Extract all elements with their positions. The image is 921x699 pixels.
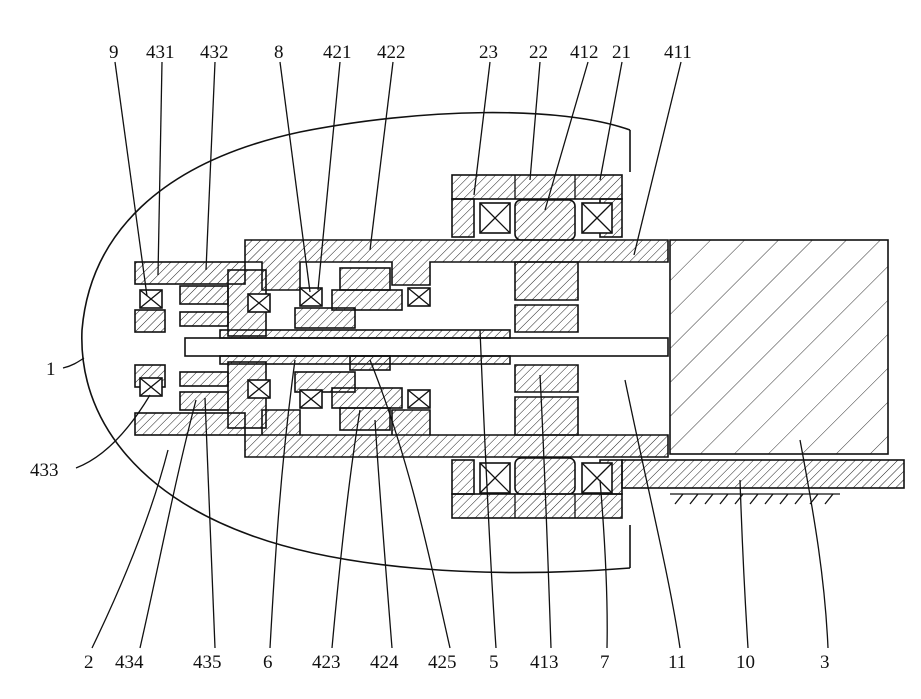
bearing-mid-upper-right [408,288,430,306]
label-2: 2 [84,652,94,673]
bearing-mid-lower-right [408,390,430,408]
labels-bottom: 2 434 435 6 423 424 425 5 413 7 11 10 3 [84,652,830,673]
label-433: 433 [30,460,59,481]
label-23: 23 [479,42,498,63]
label-22: 22 [529,42,548,63]
labels-top: 9 431 432 8 421 422 23 22 412 21 411 [109,42,692,63]
bearing-left-upper-right [248,294,270,312]
rotor-bottom [515,365,578,435]
label-1: 1 [46,359,56,380]
label-425: 425 [428,652,457,673]
ground-marks [670,494,840,504]
shaft-outer [185,338,668,356]
coil-box-bottom-left [480,463,510,493]
label-8: 8 [274,42,284,63]
label-5: 5 [489,652,499,673]
label-421: 421 [323,42,352,63]
label-10: 10 [736,652,755,673]
bearing-left-lower-right [248,380,270,398]
labels-left: 1 433 [30,359,59,481]
label-411: 411 [664,42,692,63]
bearing-433 [140,378,162,396]
rotor-top [515,262,578,332]
label-423: 423 [312,652,341,673]
bearing-mid-lower-left [300,390,322,408]
label-434: 434 [115,652,144,673]
output-block [670,240,888,454]
coil-box-bottom-right [582,463,612,493]
label-424: 424 [370,652,399,673]
housing-bottom [245,410,668,457]
bearing-421 [300,288,322,306]
label-3: 3 [820,652,830,673]
coil-box-top-left [480,203,510,233]
label-9: 9 [109,42,119,63]
label-412: 412 [570,42,599,63]
label-435: 435 [193,652,222,673]
bearing-9 [140,290,162,308]
base-plate [622,460,904,488]
label-413: 413 [530,652,559,673]
label-422: 422 [377,42,406,63]
label-431: 431 [146,42,175,63]
coil-box-top-right [582,203,612,233]
label-7: 7 [600,652,610,673]
label-432: 432 [200,42,229,63]
label-6: 6 [263,652,273,673]
label-21: 21 [612,42,631,63]
label-11: 11 [668,652,686,673]
